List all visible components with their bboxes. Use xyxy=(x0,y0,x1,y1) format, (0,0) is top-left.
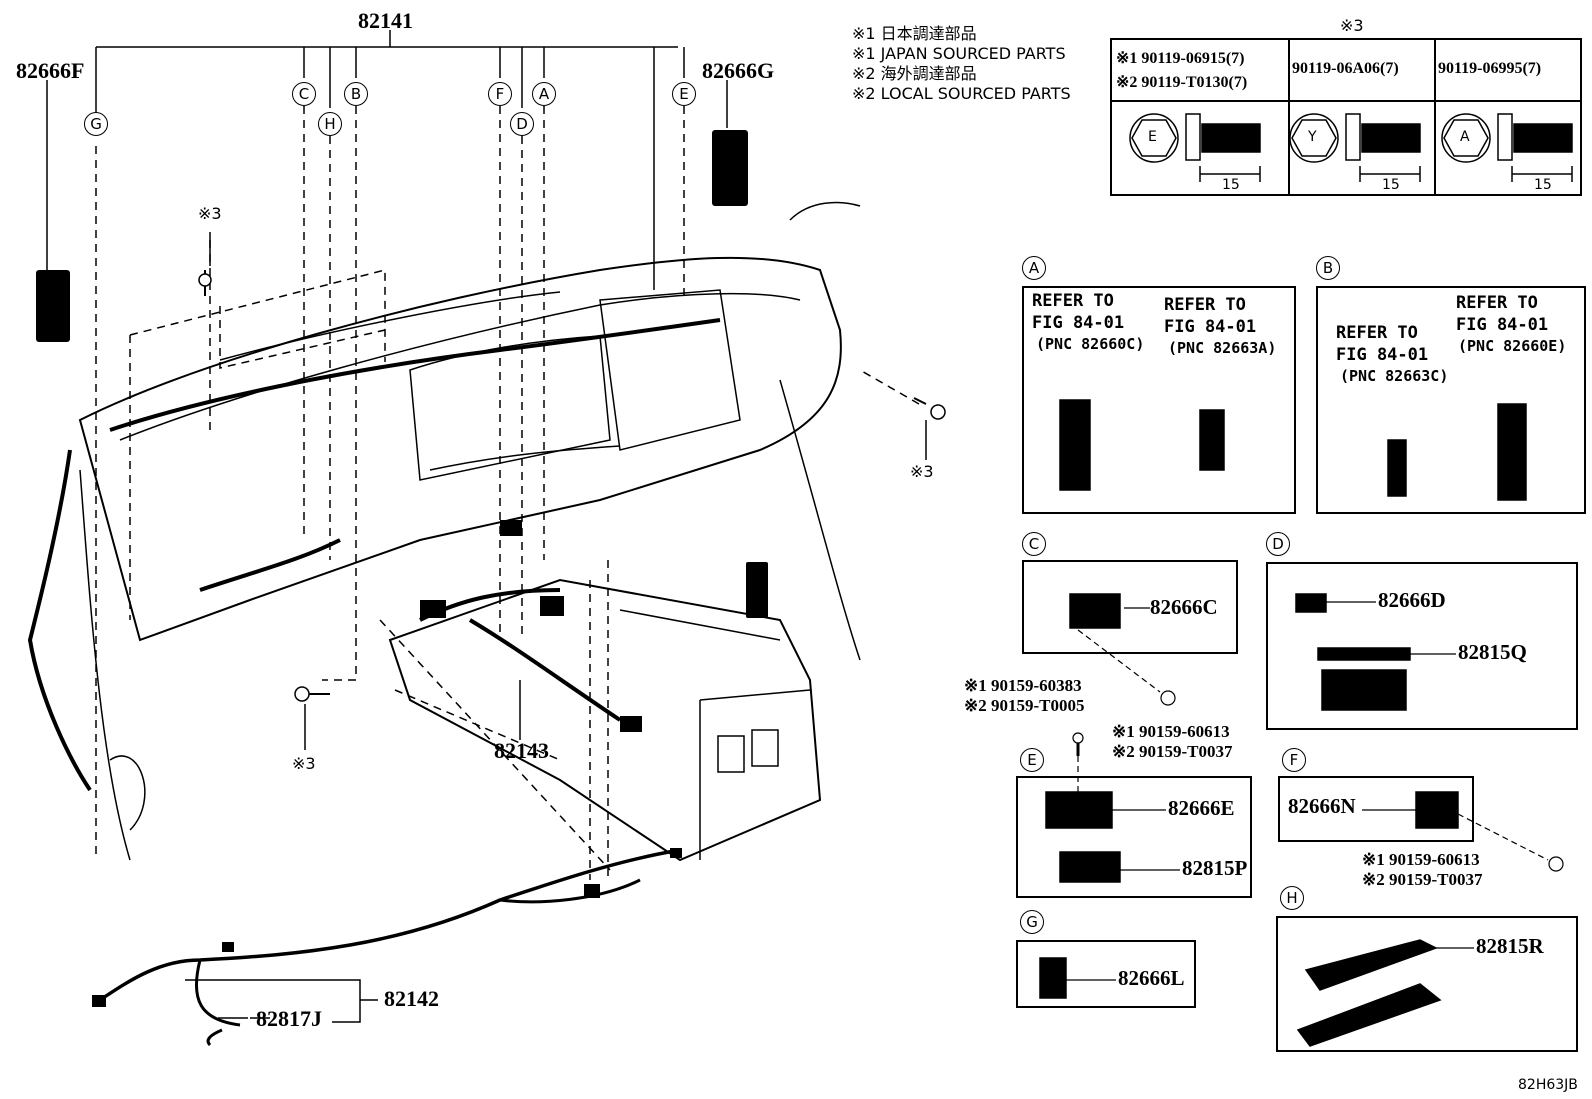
detail-F-screw1: ※1 90159-60613 xyxy=(1362,850,1480,869)
bolt-table-col3: 90119-06995(7) xyxy=(1438,60,1542,77)
detail-E-screw2: ※2 90159-T0037 xyxy=(1112,742,1233,761)
detail-E-callout: E xyxy=(1020,748,1044,772)
detail-B-ref1-line2: FIG 84-01 xyxy=(1336,345,1429,365)
detail-A-ref2-line2: FIG 84-01 xyxy=(1164,317,1257,337)
detail-H-callout: H xyxy=(1280,886,1304,910)
detail-F-callout: F xyxy=(1282,748,1306,772)
bolt-table-col1-line2: ※2 90119-T0130(7) xyxy=(1116,74,1248,91)
bolt-length-3: 15 xyxy=(1534,177,1552,193)
label-82817J: 82817J xyxy=(256,1006,322,1031)
ref-mark-bolt-top: ※3 xyxy=(198,204,222,223)
detail-C-part: 82666C xyxy=(1150,595,1218,619)
detail-E-screw1: ※1 90159-60613 xyxy=(1112,722,1230,741)
detail-A-ref1-line2: FIG 84-01 xyxy=(1032,313,1125,333)
detail-C-box xyxy=(1022,560,1238,654)
ref-mark-bolt-lower: ※3 xyxy=(292,754,316,773)
callout-A: A xyxy=(532,82,556,106)
detail-F-box xyxy=(1278,776,1474,842)
callout-H: H xyxy=(318,112,342,136)
detail-B-ref2-line2: FIG 84-01 xyxy=(1456,315,1549,335)
detail-A-callout: A xyxy=(1022,256,1046,280)
detail-D-part1: 82666D xyxy=(1378,588,1446,612)
detail-E-box xyxy=(1016,776,1252,898)
detail-A-ref2-line1: REFER TO xyxy=(1164,295,1246,315)
ref-mark-bolt-right: ※3 xyxy=(910,462,934,481)
detail-B-ref2-line3: (PNC 82660E) xyxy=(1458,337,1567,355)
label-82666F: 82666F xyxy=(16,58,85,83)
detail-G-part: 82666L xyxy=(1118,966,1185,990)
detail-A-ref2-line3: (PNC 82663A) xyxy=(1168,339,1277,357)
detail-F-part: 82666N xyxy=(1288,794,1356,818)
bolt-mark-A: A xyxy=(1460,129,1470,145)
detail-B-ref1-line3: (PNC 82663C) xyxy=(1340,367,1449,385)
detail-A-ref1-line1: REFER TO xyxy=(1032,291,1114,311)
bolt-table-col2: 90119-06A06(7) xyxy=(1292,60,1399,77)
detail-E-part2: 82815P xyxy=(1182,856,1248,880)
detail-D-box xyxy=(1266,562,1578,730)
note-local-sourced-jp: ※2 海外調達部品 xyxy=(852,64,977,83)
bolt-table-header: ※3 xyxy=(1340,16,1364,35)
detail-A-ref1-line3: (PNC 82660C) xyxy=(1036,335,1145,353)
bolt-table-col1-line1: ※1 90119-06915(7) xyxy=(1116,50,1245,67)
callout-B: B xyxy=(344,82,368,106)
detail-D-callout: D xyxy=(1266,532,1290,556)
detail-C-screw1: ※1 90159-60383 xyxy=(964,676,1082,695)
callout-C: C xyxy=(292,82,316,106)
detail-E-part1: 82666E xyxy=(1168,796,1235,820)
detail-F-screw2: ※2 90159-T0037 xyxy=(1362,870,1483,889)
note-japan-sourced-jp: ※1 日本調達部品 xyxy=(852,24,977,43)
bolt-length-2: 15 xyxy=(1382,177,1400,193)
callout-D: D xyxy=(510,112,534,136)
note-japan-sourced-en: ※1 JAPAN SOURCED PARTS xyxy=(852,44,1066,63)
bolt-mark-Y: Y xyxy=(1308,129,1317,145)
detail-C-screw2: ※2 90159-T0005 xyxy=(964,696,1085,715)
detail-H-part: 82815R xyxy=(1476,934,1544,958)
label-82666G: 82666G xyxy=(702,58,775,83)
detail-A-box xyxy=(1022,286,1296,514)
bolt-drawings xyxy=(1129,113,1573,182)
figure-code: 82H63JB xyxy=(1518,1077,1578,1093)
detail-B-box xyxy=(1316,286,1586,514)
bolt-table: ※1 90119-06915(7) ※2 90119-T0130(7) 9011… xyxy=(1110,38,1582,196)
detail-B-ref1-line1: REFER TO xyxy=(1336,323,1418,343)
callout-E: E xyxy=(672,82,696,106)
bolt-length-1: 15 xyxy=(1222,177,1240,193)
detail-B-callout: B xyxy=(1316,256,1340,280)
label-82141: 82141 xyxy=(358,8,413,33)
label-82143: 82143 xyxy=(494,738,549,763)
label-82142: 82142 xyxy=(384,986,439,1011)
detail-G-box xyxy=(1016,940,1196,1008)
callout-G: G xyxy=(84,112,108,136)
detail-H-box xyxy=(1276,916,1578,1052)
note-local-sourced-en: ※2 LOCAL SOURCED PARTS xyxy=(852,84,1071,103)
bolt-mark-E: E xyxy=(1148,129,1157,145)
detail-D-part2: 82815Q xyxy=(1458,640,1527,664)
callout-F: F xyxy=(488,82,512,106)
detail-G-callout: G xyxy=(1020,910,1044,934)
detail-C-callout: C xyxy=(1022,532,1046,556)
detail-B-ref2-line1: REFER TO xyxy=(1456,293,1538,313)
